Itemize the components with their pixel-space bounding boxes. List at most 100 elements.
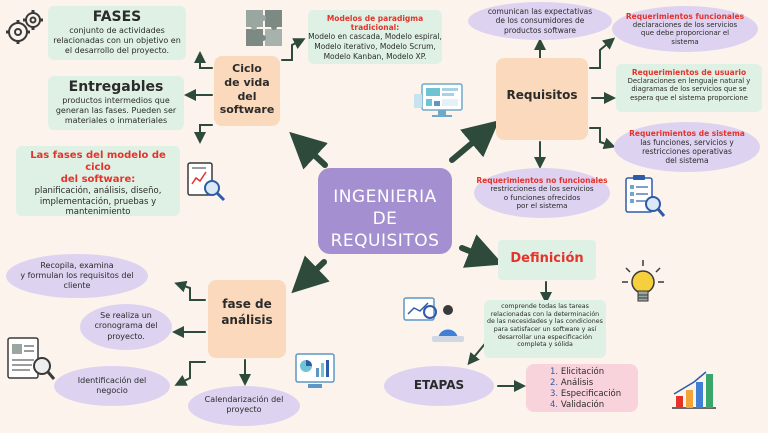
etapas-list-card: 1. Elicitación 2. Análisis 3. Especifica… [526, 364, 638, 412]
calendarizacion-bubble: Calendarización del proyecto [188, 386, 300, 426]
identificacion-bubble: Identificación del negocio [54, 366, 170, 406]
req-sistema-text-line3: del sistema [665, 156, 709, 165]
etapa-label: Especificación [560, 389, 622, 400]
gears-icon [6, 10, 43, 44]
req-no-funcionales-title: Requerimientos no funcionales [476, 176, 608, 185]
analisis-title-line1: fase de [222, 297, 272, 311]
req-funcionales-bubble: Requerimientos funcionales declaraciones… [612, 6, 758, 52]
calendarizacion-text-line1: Calendarización del [204, 395, 284, 404]
req-no-funcionales-text-line1: restricciones de los servicios [490, 184, 594, 193]
comunican-text-line3: productos software [504, 25, 576, 35]
bar-growth-chart-icon [672, 371, 716, 409]
req-funcionales-text-line1: declaraciones de los servicios [632, 21, 738, 29]
etapa-item: 1. Elicitación [550, 367, 638, 378]
etapa-item: 4. Validación [550, 400, 638, 411]
arrow-to-analisis [291, 255, 330, 294]
recopila-text-line1: Recopila, examina [40, 261, 114, 270]
requisitos-node: Requisitos [496, 58, 588, 140]
ciclo-title-line2: de vida [224, 75, 270, 89]
req-sistema-bubble: Requerimientos de sistema las funciones,… [614, 122, 760, 172]
arrow-to-definicion [459, 234, 504, 268]
analyst-person-icon [403, 297, 464, 342]
etapas-title: ETAPAS [413, 378, 465, 392]
cronograma-text-line2: cronograma del [94, 321, 158, 331]
identificacion-text-line2: negocio [96, 386, 128, 396]
definicion-text-line2: relacionadas con la determinación [490, 310, 600, 318]
modelos-title: Modelos de paradigma tradicional: [326, 14, 424, 32]
fases-card: FASES conjunto de actividades relacionad… [48, 6, 186, 60]
entregables-text-line1: productos intermedios que [62, 95, 170, 105]
req-funcionales-text-line2: que debe proporcionar el [640, 29, 730, 38]
definicion-node: Definición [498, 240, 596, 280]
modelos-text-line1: Modelo en cascada, Modelo espiral, [308, 32, 442, 41]
checklist-magnifier-icon [625, 175, 666, 217]
definicion-title: Definición [510, 251, 584, 266]
req-funcionales-title: Requerimientos funcionales [625, 12, 745, 21]
cronograma-bubble: Se realiza un cronograma del proyecto. [80, 304, 172, 350]
etapa-item: 2. Análisis [550, 378, 638, 389]
entregables-text-line2: generan las fases. Pueden ser [55, 105, 177, 115]
etapa-label: Validación [560, 400, 605, 411]
req-no-funcionales-bubble: Requerimientos no funcionales restriccio… [474, 168, 610, 218]
requisitos-title: Requisitos [506, 88, 578, 102]
fases-text-line1: conjunto de actividades [69, 25, 165, 35]
central-topic: INGENIERIA DE REQUISITOS [318, 168, 452, 254]
lightbulb-icon [622, 260, 664, 302]
comunican-text-line2: de los consumidores de [495, 16, 585, 26]
req-no-funcionales-text-line2: o funciones ofrecidos [503, 192, 581, 202]
fases-modelo-text-line3: mantenimiento [65, 207, 131, 218]
central-title-line2: REQUISITOS [330, 231, 440, 252]
req-usuario-card: Requerimientos de usuario Declaraciones … [616, 64, 762, 112]
ciclo-de-vida-node: Ciclo de vida del software [214, 56, 280, 126]
definicion-text-line3: de las necesidades y las condiciones [487, 318, 603, 326]
ciclo-title-line3: del [237, 89, 257, 103]
req-usuario-title: Requerimientos de usuario [631, 68, 747, 77]
fases-modelo-card: Las fases del modelo de ciclo del softwa… [16, 146, 180, 218]
req-funcionales-text-line3: sistema [671, 37, 699, 46]
req-sistema-text-line2: restricciones operativas [642, 147, 732, 156]
ciclo-title-line1: Ciclo [232, 62, 262, 75]
definicion-text-line5: desarrollar una especificación [497, 333, 593, 341]
identificacion-text-line1: Identificación del [77, 376, 147, 385]
modelos-card: Modelos de paradigma tradicional: Modelo… [308, 10, 442, 64]
fases-modelo-title-line1: Las fases del modelo de ciclo [30, 150, 166, 173]
entregables-title: Entregables [68, 79, 164, 95]
fases-modelo-text-line1: planificación, análisis, diseño, [34, 186, 162, 196]
definicion-text-card: comprende todas las tareas relacionadas … [484, 300, 606, 358]
cronograma-text-line1: Se realiza un [100, 311, 152, 320]
etapa-num: 3. [550, 389, 559, 400]
modelos-text-line2: Modelo iterativo, Modelo Scrum, [314, 41, 436, 51]
req-no-funcionales-text-line3: por el sistema [516, 201, 568, 211]
comunican-bubble: comunican las expectativas de los consum… [468, 2, 612, 40]
document-magnifier-icon [187, 162, 226, 202]
recopila-text-line2: y formulan los requisitos del [20, 271, 134, 280]
entregables-card: Entregables productos intermedios que ge… [48, 76, 184, 130]
recopila-bubble: Recopila, examina y formulan los requisi… [6, 254, 148, 298]
etapa-num: 2. [550, 378, 559, 389]
modelos-text-line3: Modelo Kanban, Modelo XP. [323, 51, 427, 61]
fases-modelo-title-line2: del software: [60, 174, 136, 185]
req-usuario-text-line1: Declaraciones en lenguaje natural y [627, 77, 751, 85]
definicion-text-line1: comprende todas las tareas [501, 303, 589, 310]
definicion-text-line6: completa y sólida [517, 341, 573, 349]
req-sistema-title: Requerimientos de sistema [629, 129, 745, 138]
dashboard-monitor-icon [414, 83, 463, 117]
entregables-text-line3: materiales o inmateriales [64, 115, 168, 125]
comunican-text-line1: comunican las expectativas [487, 7, 593, 16]
calendarizacion-text-line2: proyecto [226, 405, 262, 415]
req-usuario-text-line2: diagramas de los servicios que se [631, 85, 747, 94]
etapas-bubble: ETAPAS [384, 366, 494, 406]
etapa-item: 3. Especificación [550, 389, 638, 400]
arrow-to-ciclo [289, 131, 328, 170]
puzzle-icon [246, 10, 282, 46]
ciclo-title-line4: software [219, 103, 275, 117]
fases-text-line3: el desarrollo del proyecto. [64, 45, 170, 55]
req-usuario-text-line3: espera que el sistema proporcione [630, 93, 748, 102]
req-sistema-text-line1: las funciones, servicios y [640, 138, 734, 147]
fases-modelo-text-line2: implementación, pruebas y [39, 196, 157, 207]
fases-text-line2: relacionadas con un objetivo en [53, 35, 181, 45]
cronograma-text-line3: proyecto. [107, 331, 145, 341]
analisis-title-line2: análisis [221, 313, 273, 328]
recopila-text-line3: cliente [63, 281, 91, 290]
